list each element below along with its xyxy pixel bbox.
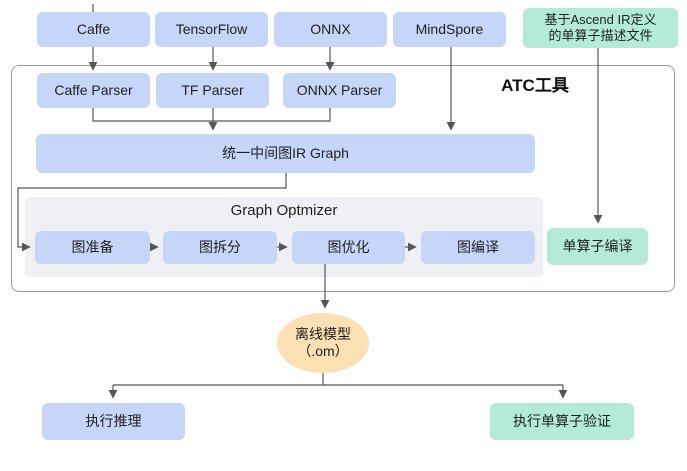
node-offline-model-line2: （.om） [297,343,349,359]
node-tensorflow-label: TensorFlow [175,20,248,37]
node-graph-prepare-label: 图准备 [71,238,114,255]
node-mindspore-label: MindSpore [415,20,484,37]
node-op-desc-file-line2: 的单算子描述文件 [548,28,653,43]
node-graph-optimize: 图优化 [292,231,405,264]
node-graph-prepare: 图准备 [35,231,150,264]
node-tf-parser: TF Parser [156,73,269,108]
node-graph-optimize-label: 图优化 [327,238,370,255]
graph-optimizer-title: Graph Optmizer [230,202,338,219]
node-op-desc-file-line1: 基于Ascend IR定义 [544,11,657,27]
node-caffe: Caffe [37,12,150,47]
node-ir-graph: 统一中间图IR Graph [36,134,535,173]
node-ir-graph-label: 统一中间图IR Graph [222,144,349,161]
node-single-op-compile: 单算子编译 [547,228,648,265]
node-op-desc-file: 基于Ascend IR定义 的单算子描述文件 [523,8,678,48]
node-graph-compile-label: 图编译 [457,238,499,255]
node-run-inference: 执行推理 [42,403,185,440]
node-run-single-op-verify: 执行单算子验证 [490,403,634,440]
node-single-op-compile-label: 单算子编译 [562,237,633,254]
node-tf-parser-label: TF Parser [181,81,244,98]
node-mindspore: MindSpore [393,12,506,47]
node-tensorflow: TensorFlow [155,12,268,47]
node-graph-split: 图拆分 [163,231,277,264]
node-caffe-parser: Caffe Parser [37,73,150,108]
node-onnx-label: ONNX [310,20,351,37]
node-offline-model-line1: 离线模型 [295,325,351,342]
node-onnx-parser-label: ONNX Parser [296,81,383,98]
node-onnx: ONNX [274,12,387,47]
node-run-inference-label: 执行推理 [85,412,142,429]
node-offline-model: 离线模型 （.om） [277,313,369,373]
node-caffe-label: Caffe [76,20,111,37]
node-graph-compile: 图编译 [421,231,535,264]
node-graph-split-label: 图拆分 [199,238,241,255]
node-run-single-op-verify-label: 执行单算子验证 [513,412,611,429]
atc-tool-title: ATC工具 [501,76,569,95]
node-caffe-parser-label: Caffe Parser [54,81,133,98]
node-onnx-parser: ONNX Parser [283,73,396,108]
